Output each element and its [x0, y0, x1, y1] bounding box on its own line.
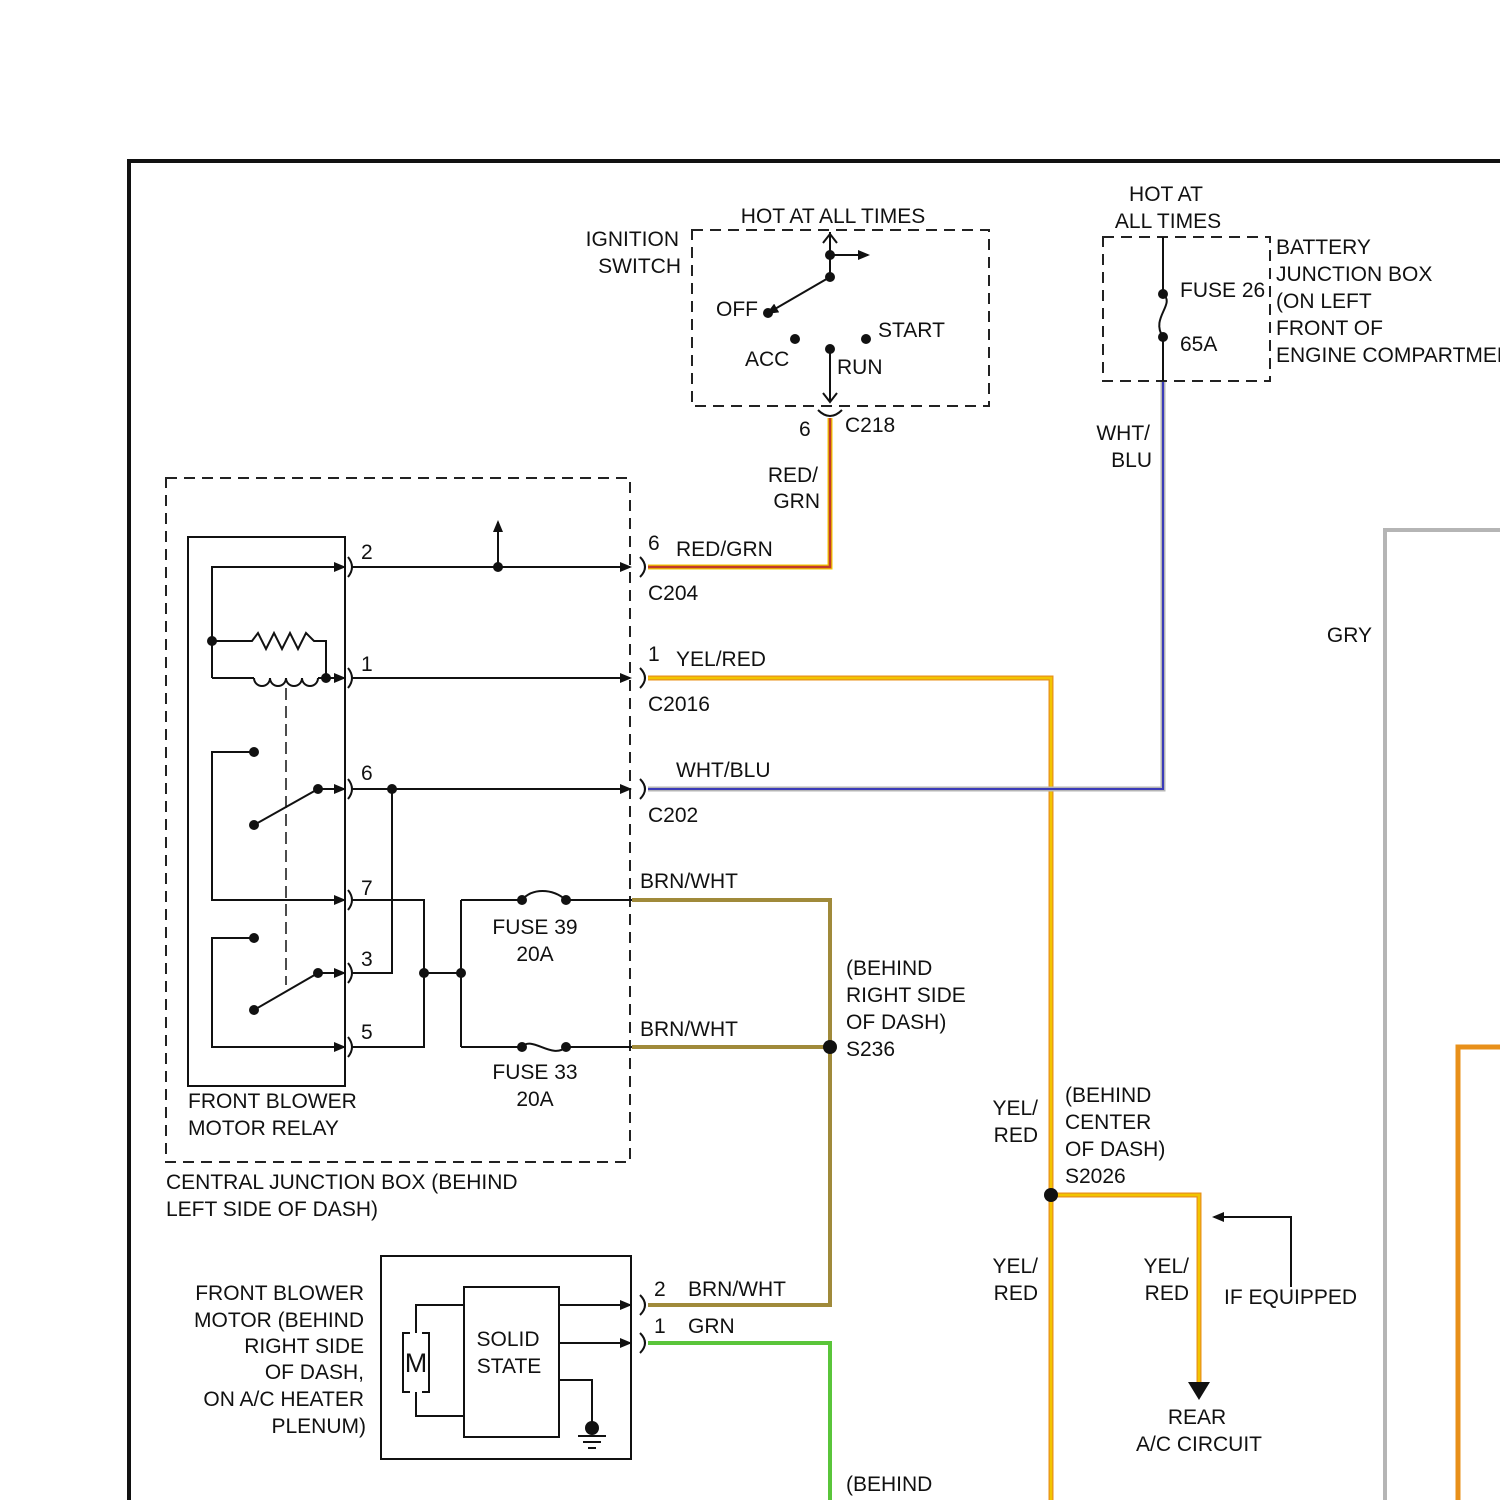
wire-label-yel-red-c-1: YEL/: [1143, 1255, 1189, 1278]
blower-pin-1: 1: [654, 1315, 666, 1338]
relay-pin-2: 2: [361, 541, 373, 564]
ignition-switch-label-1: IGNITION: [586, 228, 679, 251]
c204-wire: RED/GRN: [676, 538, 773, 561]
s2026-loc-1: (BEHIND: [1065, 1084, 1151, 1107]
wire-label-red-grn-1: RED/: [768, 464, 818, 487]
s236-loc-1: (BEHIND: [846, 957, 932, 980]
battery-junction-box: HOT AT ALL TIMES FUSE 26 65A BATTERY JUN…: [1103, 183, 1500, 381]
wire-label-yel-red-b-1: YEL/: [992, 1255, 1038, 1278]
fuse-26-rating: 65A: [1180, 333, 1217, 356]
connector-c202: WHT/BLU C202: [640, 759, 771, 827]
s236-loc-3: OF DASH): [846, 1011, 946, 1034]
wire-label-brn-wht-1: BRN/WHT: [640, 870, 738, 893]
c204-name: C204: [648, 582, 699, 605]
bjb-name-3: (ON LEFT: [1276, 290, 1372, 313]
relay-coil-icon: [254, 678, 318, 686]
bottom-splice-loc: (BEHIND: [846, 1473, 932, 1496]
blower-label-1: FRONT BLOWER: [195, 1282, 364, 1305]
ground-icon: [578, 1436, 606, 1448]
resistor-icon: [212, 633, 326, 678]
relay-pin-3: 3: [361, 948, 373, 971]
s2026-loc-3: OF DASH): [1065, 1138, 1165, 1161]
central-junction-box-outline: [166, 478, 630, 1162]
solid-state-label-1: SOLID: [476, 1328, 539, 1351]
s2026-loc-2: CENTER: [1065, 1111, 1151, 1134]
bjb-hot-label-1: HOT AT: [1129, 183, 1203, 206]
s236-name: S236: [846, 1038, 895, 1061]
relay-pin-5: 5: [361, 1021, 373, 1044]
wire-label-wht-blu-1: WHT/: [1096, 422, 1150, 445]
wire-label-brn-wht-2: BRN/WHT: [640, 1018, 738, 1041]
splice-s2026: (BEHIND CENTER OF DASH) S2026: [1044, 1084, 1165, 1202]
ignition-run-label: RUN: [837, 356, 883, 379]
c2016-name: C2016: [648, 693, 710, 716]
wire-label-yel-red-a-1: YEL/: [992, 1097, 1038, 1120]
ignition-acc-label: ACC: [745, 348, 789, 371]
c2016-pin: 1: [648, 643, 660, 666]
s2026-name: S2026: [1065, 1165, 1126, 1188]
wire-orange-right: [1458, 1047, 1500, 1500]
wire-wht-blu: [648, 381, 1163, 789]
c202-wire: WHT/BLU: [676, 759, 771, 782]
fuse-33-label: FUSE 33: [492, 1061, 577, 1084]
wire-label-gry: GRY: [1327, 624, 1372, 647]
c202-name: C202: [648, 804, 698, 827]
solid-state-label-2: STATE: [477, 1355, 542, 1378]
fuse-39-rating: 20A: [516, 943, 553, 966]
blower-pin-2-wire: BRN/WHT: [688, 1278, 786, 1301]
rear-ac-arrow-icon: [1188, 1382, 1210, 1400]
central-junction-box: CENTRAL JUNCTION BOX (BEHIND LEFT SIDE O…: [166, 478, 632, 1221]
splice-s236: (BEHIND RIGHT SIDE OF DASH) S236: [823, 957, 966, 1061]
bjb-name-4: FRONT OF: [1276, 317, 1383, 340]
fuse-26-label: FUSE 26: [1180, 279, 1265, 302]
s236-loc-2: RIGHT SIDE: [846, 984, 966, 1007]
front-blower-motor: FRONT BLOWER MOTOR (BEHIND RIGHT SIDE OF…: [194, 1256, 786, 1459]
blower-label-2: MOTOR (BEHIND: [194, 1309, 364, 1332]
wire-gry: [1385, 530, 1500, 1500]
blower-pin-2: 2: [654, 1278, 666, 1301]
ignition-switch: HOT AT ALL TIMES IGNITION SWITCH OFF ACC…: [586, 205, 989, 441]
bjb-name-2: JUNCTION BOX: [1276, 263, 1432, 286]
wire-grn: [648, 1343, 830, 1500]
ignition-off-label: OFF: [716, 298, 758, 321]
relay-pin-1: 1: [361, 653, 373, 676]
rear-ac-circuit: IF EQUIPPED REAR A/C CIRCUIT: [1136, 1217, 1357, 1456]
motor-symbol: M: [405, 1348, 428, 1378]
wire-label-yel-red-c-2: RED: [1145, 1282, 1189, 1305]
c2016-wire: YEL/RED: [676, 648, 766, 671]
c218-connector: C218: [845, 414, 895, 437]
relay-label-2: MOTOR RELAY: [188, 1117, 339, 1140]
cjb-label-1: CENTRAL JUNCTION BOX (BEHIND: [166, 1171, 518, 1194]
blower-label-5: ON A/C HEATER: [203, 1388, 364, 1411]
bjb-name-5: ENGINE COMPARTMENT: [1276, 344, 1500, 367]
fuse-39-label: FUSE 39: [492, 916, 577, 939]
ignition-start-label: START: [878, 319, 945, 342]
wire-label-wht-blu-2: BLU: [1111, 449, 1152, 472]
battery-junction-box-outline: [1103, 237, 1270, 381]
blower-label-3: RIGHT SIDE: [244, 1335, 364, 1358]
bjb-hot-label-2: ALL TIMES: [1115, 210, 1221, 233]
wire-brn-wht: [632, 900, 830, 1305]
cjb-label-2: LEFT SIDE OF DASH): [166, 1198, 378, 1221]
bjb-name-1: BATTERY: [1276, 236, 1371, 259]
fuse-33-rating: 20A: [516, 1088, 553, 1111]
wire-label-yel-red-b-2: RED: [994, 1282, 1038, 1305]
blower-pin-1-wire: GRN: [688, 1315, 735, 1338]
if-equipped-label: IF EQUIPPED: [1224, 1286, 1357, 1309]
ignition-hot-label: HOT AT ALL TIMES: [741, 205, 925, 228]
relay-label-1: FRONT BLOWER: [188, 1090, 357, 1113]
relay-pin-7: 7: [361, 877, 373, 900]
wire-label-red-grn-2: GRN: [773, 490, 820, 513]
blower-label-4: OF DASH,: [265, 1361, 364, 1384]
c218-pin: 6: [799, 418, 811, 441]
wire-label-yel-red-a-2: RED: [994, 1124, 1038, 1147]
blower-label-6: PLENUM): [271, 1415, 366, 1438]
rear-ac-label-1: REAR: [1168, 1406, 1226, 1429]
rear-ac-label-2: A/C CIRCUIT: [1136, 1433, 1262, 1456]
ignition-switch-label-2: SWITCH: [598, 255, 681, 278]
relay-pin-6: 6: [361, 762, 373, 785]
c204-pin: 6: [648, 532, 660, 555]
